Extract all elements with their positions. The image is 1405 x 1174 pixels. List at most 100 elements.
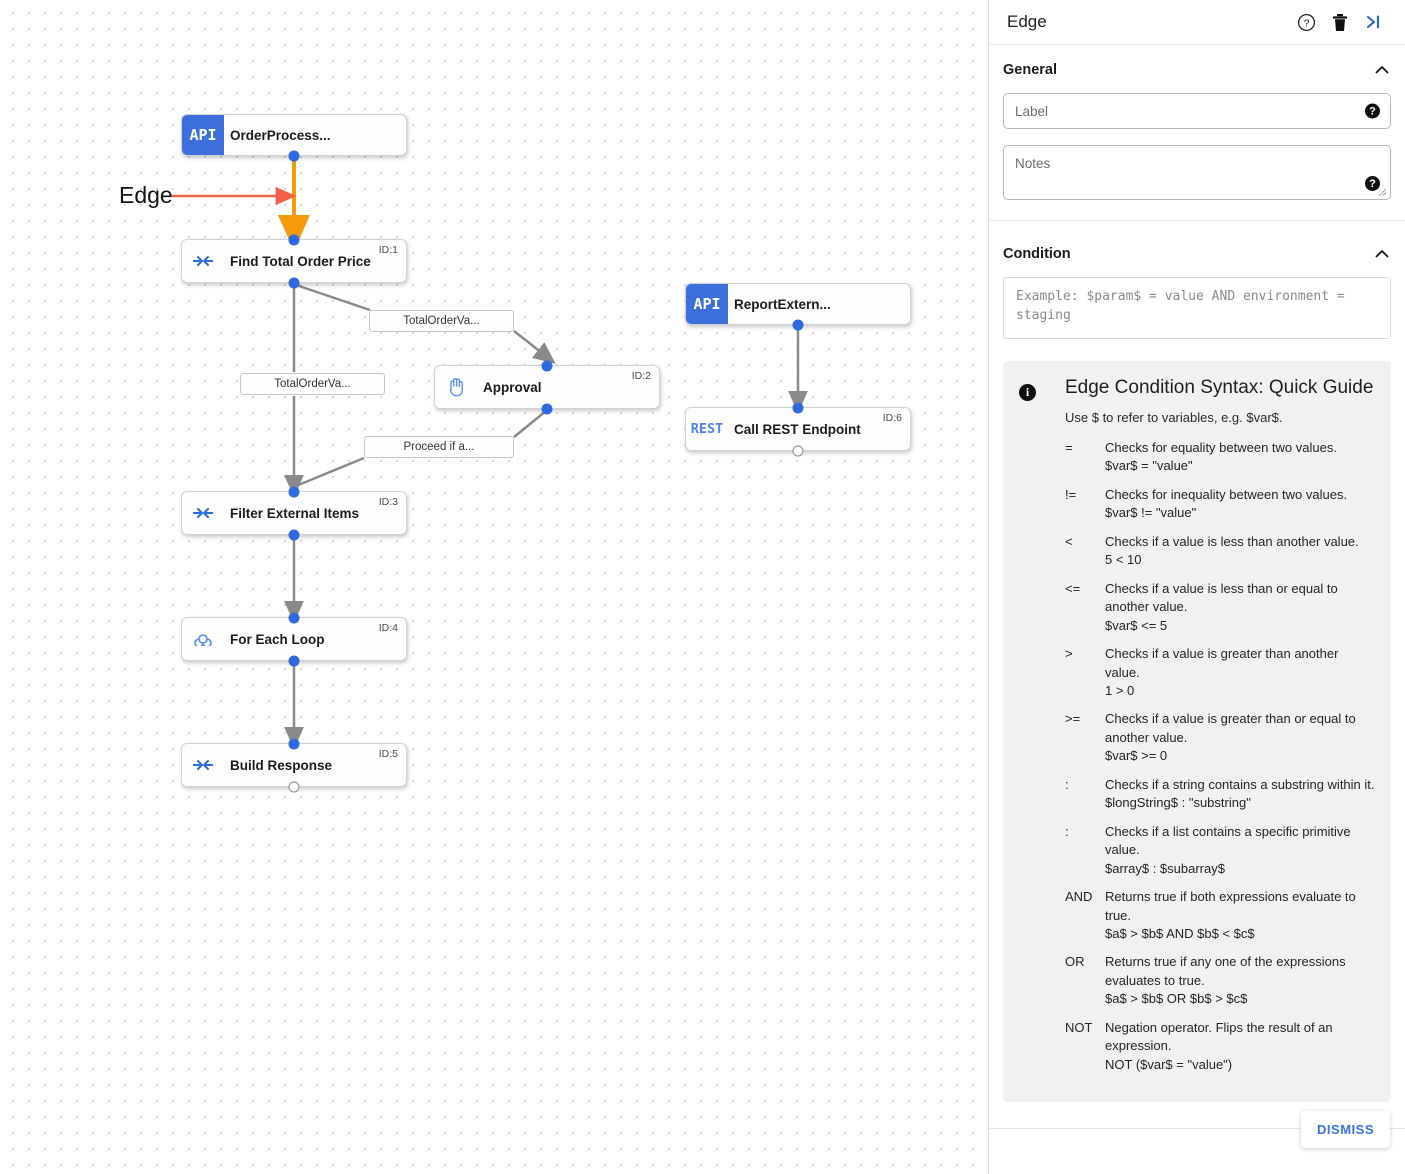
syntax-row: <Checks if a value is less than another …: [1065, 533, 1375, 580]
port-in-for-each-loop[interactable]: [288, 612, 300, 624]
port-out-for-each-loop[interactable]: [288, 655, 300, 667]
port-in-approval[interactable]: [541, 360, 553, 372]
node-id-badge: ID:6: [882, 412, 902, 424]
node-label: Filter External Items: [230, 505, 360, 521]
merge-arrows-icon: [182, 240, 224, 282]
svg-text:?: ?: [1303, 18, 1309, 29]
condition-section-title: Condition: [1003, 246, 1071, 262]
quick-guide-body: Edge Condition Syntax: Quick Guide Use $…: [1065, 377, 1375, 1084]
merge-arrows-icon: [182, 492, 224, 534]
syntax-example: 1 > 0: [1105, 682, 1135, 698]
quick-guide-title: Edge Condition Syntax: Quick Guide: [1065, 377, 1374, 398]
syntax-description: Checks if a list contains a specific pri…: [1105, 823, 1375, 888]
workflow-canvas[interactable]: Edge API OrderProcess... Find Total Orde…: [0, 0, 988, 1174]
syntax-row: :Checks if a string contains a substring…: [1065, 776, 1375, 823]
node-label: Find Total Order Price: [230, 253, 371, 269]
syntax-description: Returns true if any one of the expressio…: [1105, 953, 1375, 1018]
node-filter-external-items[interactable]: Filter External Items ID:3: [181, 491, 407, 535]
syntax-description: Returns true if both expressions evaluat…: [1105, 888, 1375, 953]
edge-layer: [172, 156, 808, 750]
port-out-reportextern[interactable]: [792, 319, 804, 331]
quick-guide-subtitle: Use $ to refer to variables, e.g. $var$.: [1065, 410, 1283, 425]
node-label: ReportExtern...: [734, 296, 831, 312]
syntax-example: $array$ : $subarray$: [1105, 860, 1225, 876]
collapse-panel-icon[interactable]: [1357, 5, 1391, 39]
syntax-description: Checks for equality between two values.$…: [1105, 439, 1375, 486]
port-in-call-rest-endpoint[interactable]: [792, 402, 804, 414]
info-icon-column: i: [1019, 377, 1065, 1084]
label-input[interactable]: [1004, 94, 1390, 128]
syntax-row: = Checks for equality between two values.…: [1065, 439, 1375, 486]
help-icon[interactable]: ?: [1289, 5, 1323, 39]
hand-icon: [435, 366, 477, 408]
panel-title: Edge: [1007, 12, 1047, 31]
api-icon: API: [182, 115, 224, 155]
api-icon: API: [686, 284, 728, 324]
node-orderprocess[interactable]: API OrderProcess...: [181, 114, 407, 156]
quick-guide-box: i Edge Condition Syntax: Quick Guide Use…: [1003, 361, 1391, 1103]
syntax-operator: =: [1065, 440, 1073, 455]
syntax-example: $var$ <= 5: [1105, 617, 1168, 633]
node-id-badge: ID:3: [378, 496, 398, 508]
notes-field-wrapper[interactable]: ?: [1003, 145, 1391, 200]
port-out-call-rest-endpoint[interactable]: [792, 445, 804, 457]
syntax-example: $longString$ : "substring": [1105, 795, 1251, 811]
panel-header: Edge ?: [989, 0, 1405, 45]
annotation-label: Edge: [119, 182, 173, 208]
label-help-icon[interactable]: ?: [1365, 103, 1380, 119]
port-out-orderprocess[interactable]: [288, 150, 300, 162]
port-out-build-response[interactable]: [288, 781, 300, 793]
edge-properties-panel: Edge ?: [988, 0, 1405, 1174]
node-id-badge: ID:4: [378, 622, 398, 634]
syntax-example: 5 < 10: [1105, 552, 1142, 568]
node-call-rest-endpoint[interactable]: REST Call REST Endpoint ID:6: [685, 407, 911, 451]
syntax-example: $var$ = "value": [1105, 458, 1193, 474]
syntax-operator: AND: [1065, 889, 1093, 905]
chevron-up-icon[interactable]: [1373, 61, 1391, 79]
condition-section-header[interactable]: Condition: [1003, 237, 1391, 277]
delete-icon[interactable]: [1323, 5, 1357, 39]
node-build-response[interactable]: Build Response ID:5: [181, 743, 407, 787]
notes-help-icon[interactable]: ?: [1365, 176, 1380, 191]
general-section-title: General: [1003, 62, 1057, 78]
dismiss-button[interactable]: DISMISS: [1301, 1111, 1390, 1148]
port-in-filter-external-items[interactable]: [288, 486, 300, 498]
label-field-wrapper[interactable]: ?: [1003, 93, 1391, 129]
node-label: Build Response: [230, 757, 333, 773]
notes-textarea[interactable]: [1004, 146, 1390, 194]
syntax-description: Checks if a value is greater than anothe…: [1105, 645, 1375, 710]
syntax-row: !=Checks for inequality between two valu…: [1065, 486, 1375, 533]
edge-label-proceed-if[interactable]: Proceed if a...: [364, 436, 514, 458]
port-in-build-response[interactable]: [288, 738, 300, 750]
syntax-operator: <: [1065, 533, 1073, 549]
edge-label-totalordervalue-1[interactable]: TotalOrderVa...: [369, 310, 514, 332]
syntax-row: AND Returns true if both expressions eval…: [1065, 888, 1375, 953]
node-find-total-order-price[interactable]: Find Total Order Price ID:1: [181, 239, 407, 283]
general-section: General ? ?: [989, 45, 1405, 220]
syntax-operator: >: [1065, 646, 1073, 662]
syntax-row: > Checks if a value is greater than anoth…: [1065, 645, 1375, 710]
port-out-filter-external-items[interactable]: [288, 529, 300, 541]
condition-input[interactable]: Example: $param$ = value AND environment…: [1003, 277, 1391, 339]
port-out-approval[interactable]: [541, 403, 553, 415]
general-section-header[interactable]: General: [1003, 61, 1391, 93]
chevron-up-icon[interactable]: [1373, 245, 1391, 263]
panel-footer: DISMISS: [989, 1111, 1405, 1174]
syntax-description: Checks for inequality between two values…: [1105, 486, 1375, 533]
port-in-find-total-order-price[interactable]: [288, 234, 300, 246]
syntax-row: <=Checks if a value is less than or equa…: [1065, 580, 1375, 645]
edge-label-totalordervalue-2[interactable]: TotalOrderVa...: [240, 373, 385, 395]
node-label: For Each Loop: [230, 631, 325, 647]
syntax-example: $var$ != "value": [1105, 505, 1197, 521]
syntax-operator: <=: [1065, 580, 1081, 596]
node-for-each-loop[interactable]: For Each Loop ID:4: [181, 617, 407, 661]
condition-section: Condition Example: $param$ = value AND e…: [989, 220, 1405, 1116]
syntax-description: Checks if a value is greater than or equ…: [1105, 710, 1375, 775]
info-icon: i: [1019, 384, 1036, 401]
node-label: Call REST Endpoint: [734, 421, 861, 437]
port-out-find-total-order-price[interactable]: [288, 277, 300, 289]
node-label: Approval: [483, 379, 542, 395]
node-approval[interactable]: Approval ID:2: [434, 365, 660, 409]
